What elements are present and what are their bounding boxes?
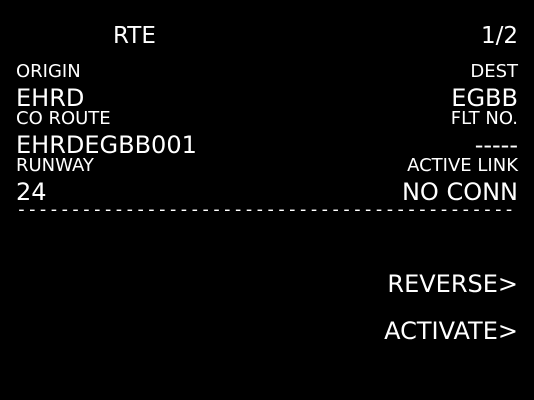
co-route-field[interactable]: EHRDEGBB001 <box>16 131 197 159</box>
reverse-button[interactable]: REVERSE> <box>387 270 518 298</box>
runway-label: RUNWAY <box>16 155 94 176</box>
origin-field[interactable]: EHRD <box>16 84 85 112</box>
page-title: RTE <box>113 23 156 49</box>
dest-label: DEST <box>470 61 518 82</box>
runway-field[interactable]: 24 <box>16 178 47 206</box>
active-link-value: NO CONN <box>401 178 518 206</box>
flt-no-label: FLT NO. <box>450 108 518 129</box>
page-number: 1/2 <box>480 23 518 49</box>
origin-label: ORIGIN <box>16 61 81 82</box>
co-route-label: CO ROUTE <box>16 108 111 129</box>
flt-no-field[interactable]: ----- <box>474 131 518 159</box>
active-link-label: ACTIVE LINK <box>407 155 518 176</box>
dest-field[interactable]: EGBB <box>451 84 518 112</box>
activate-button[interactable]: ACTIVATE> <box>384 317 518 345</box>
section-divider: ----------------------------------------… <box>16 204 515 216</box>
